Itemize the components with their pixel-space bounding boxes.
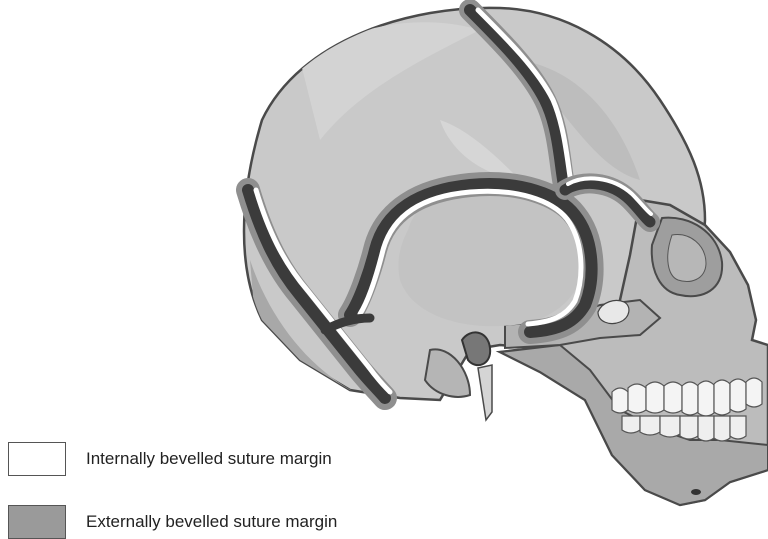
upper-teeth xyxy=(612,378,762,416)
legend-item-external: Externally bevelled suture margin xyxy=(8,505,337,539)
styloid-process xyxy=(478,365,492,420)
legend-swatch-internal xyxy=(8,442,66,476)
legend-item-internal: Internally bevelled suture margin xyxy=(8,442,332,476)
mental-foramen xyxy=(691,489,701,495)
legend-label-external: Externally bevelled suture margin xyxy=(86,512,337,532)
external-acoustic-meatus xyxy=(462,332,490,365)
legend-swatch-external xyxy=(8,505,66,539)
legend-label-internal: Internally bevelled suture margin xyxy=(86,449,332,469)
